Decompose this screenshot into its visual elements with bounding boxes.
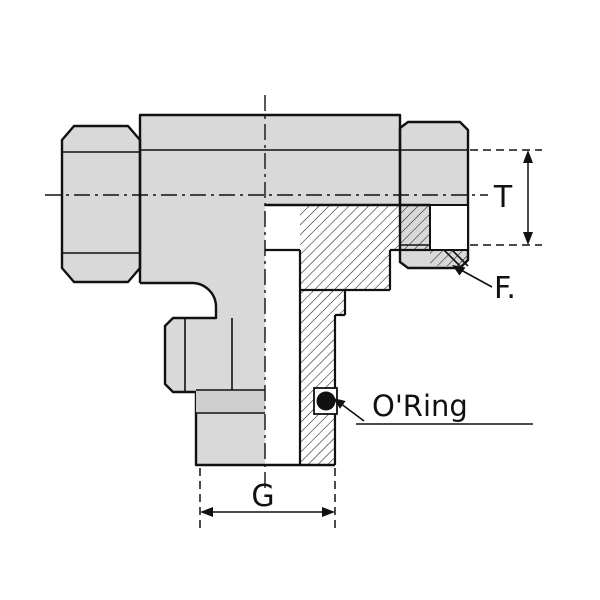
dimension-g: G	[199, 468, 336, 530]
dim-t-extension-lines	[470, 149, 542, 246]
left-hex-end	[60, 124, 142, 284]
annotation-oring: O'Ring	[333, 389, 533, 425]
oring-leader-arrow	[333, 398, 346, 409]
o-ring	[316, 391, 336, 411]
fitting-body-silhouette	[140, 115, 400, 465]
female-port-bore	[429, 204, 469, 251]
dim-t-arrow-up	[523, 150, 533, 163]
dim-g-extension-lines	[199, 468, 336, 530]
section-hatch-port-wall	[430, 250, 468, 266]
oring-groove-band	[196, 390, 265, 413]
dimension-t: T	[470, 149, 542, 246]
branch-hex-facet-lines	[184, 318, 233, 392]
f-leader-line	[460, 269, 493, 288]
body-outline-edges	[138, 113, 430, 467]
dim-t-arrow-down	[523, 232, 533, 245]
f-leader-arrow	[452, 265, 466, 276]
section-hatch-block	[300, 205, 430, 290]
label-t: T	[493, 180, 513, 215]
label-f: F.	[494, 271, 516, 306]
annotation-f: F.	[452, 265, 516, 306]
oring-leader-line	[339, 402, 365, 422]
dim-g-arrow-left	[200, 507, 213, 517]
label-g: G	[251, 479, 274, 514]
oring-groove-lines	[196, 389, 265, 414]
left-hex-facet-lines	[62, 151, 140, 254]
section-hatch-branch-wall	[300, 290, 345, 465]
label-oring: O'Ring	[372, 389, 468, 423]
port-chamfer-lines	[443, 249, 469, 267]
dim-g-arrow-right	[322, 507, 335, 517]
